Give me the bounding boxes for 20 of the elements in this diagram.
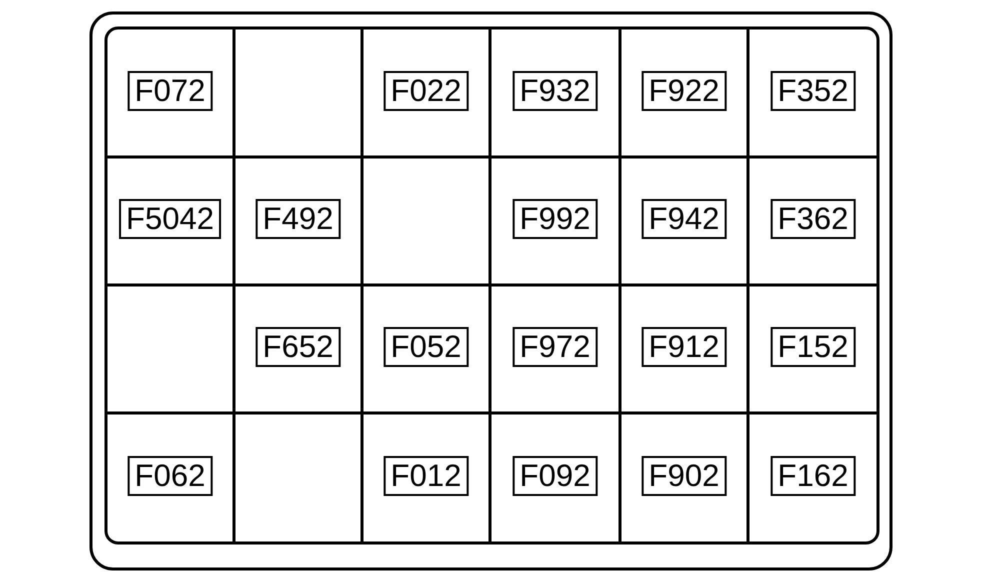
fuse-label: F072 bbox=[128, 70, 212, 110]
fuse-label: F942 bbox=[642, 199, 726, 239]
fuse-label: F062 bbox=[128, 456, 212, 496]
fuse-label: F922 bbox=[642, 70, 726, 110]
fuse-label: F932 bbox=[512, 70, 598, 110]
fuse-label: F092 bbox=[512, 456, 598, 496]
fuse-label: F362 bbox=[770, 199, 856, 239]
fuse-label: F992 bbox=[512, 199, 598, 239]
fuse-label: F022 bbox=[384, 70, 468, 110]
fuse-label: F052 bbox=[384, 327, 468, 367]
fuse-label: F972 bbox=[512, 327, 598, 367]
fuse-label: F492 bbox=[256, 199, 340, 239]
fuse-label: F352 bbox=[770, 70, 856, 110]
fuse-label: F902 bbox=[642, 456, 726, 496]
fuse-label: F5042 bbox=[119, 199, 221, 239]
fuse-label: F012 bbox=[384, 456, 468, 496]
fuse-label: F912 bbox=[642, 327, 726, 367]
fuse-label: F652 bbox=[256, 327, 340, 367]
fuse-label: F162 bbox=[770, 456, 856, 496]
fuse-label: F152 bbox=[770, 327, 856, 367]
